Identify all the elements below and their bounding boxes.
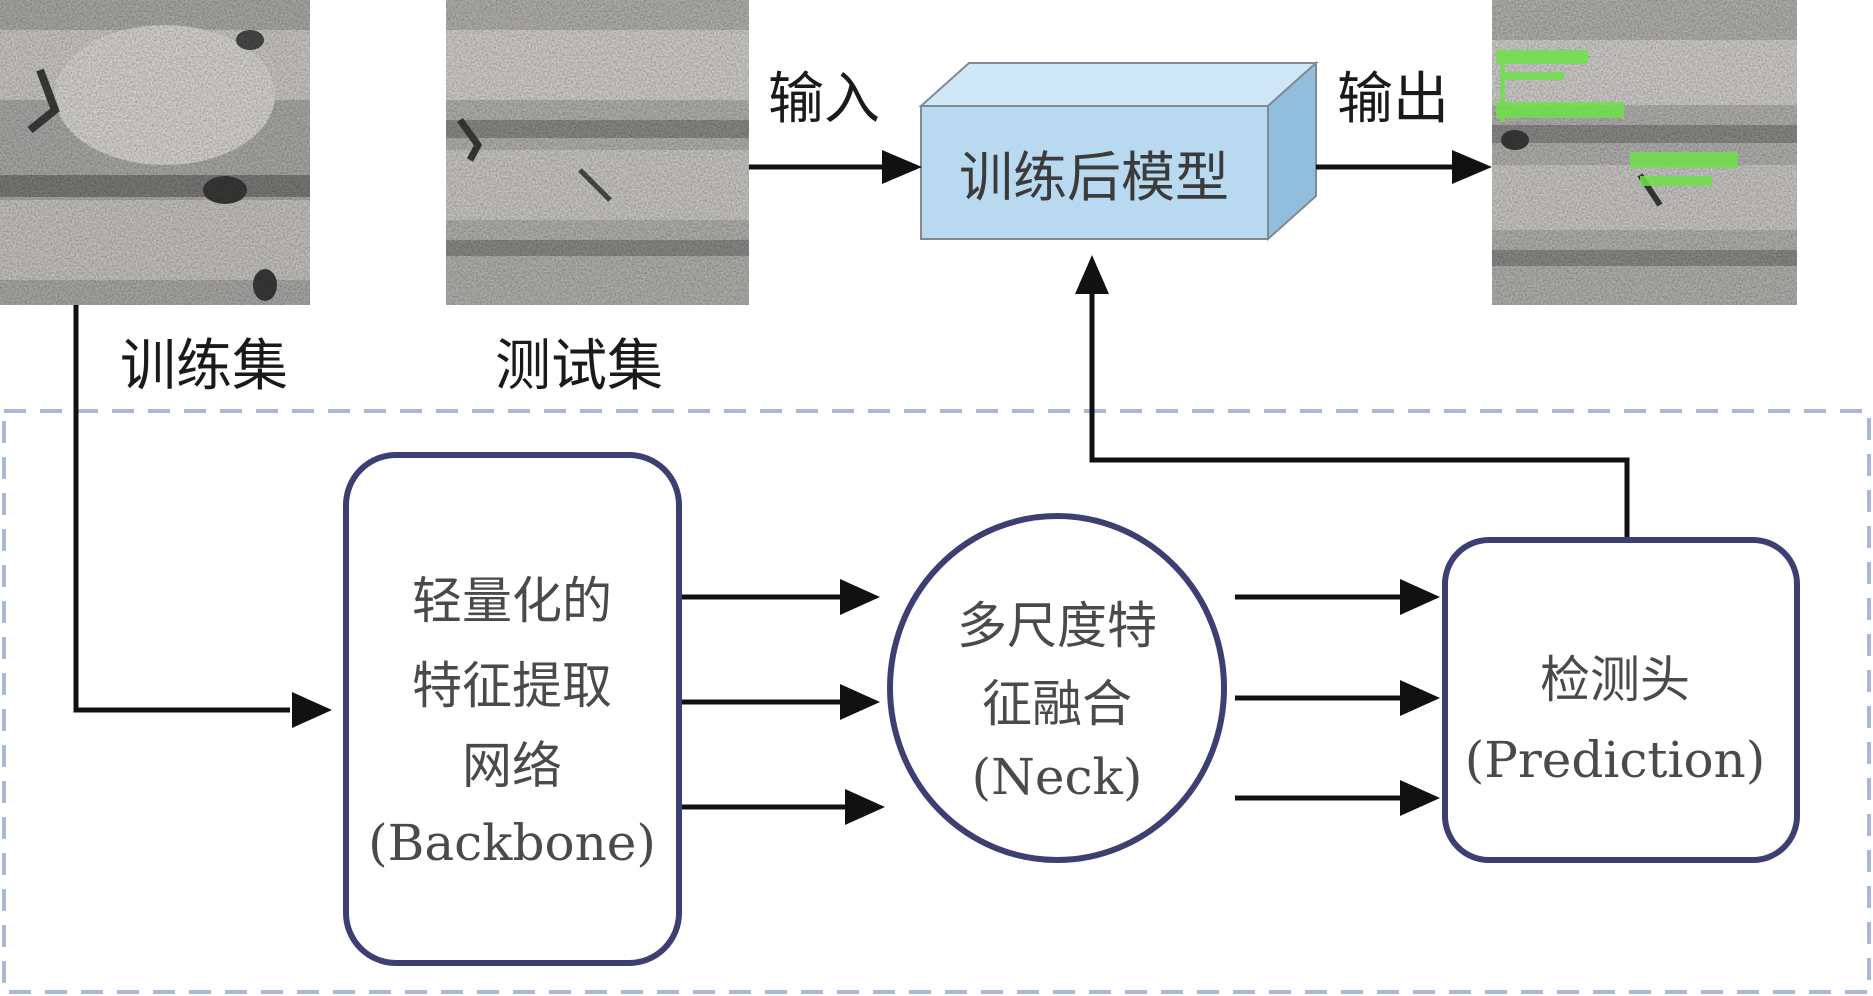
connectors: [73, 164, 1630, 810]
backbone-line-1: 轻量化的: [412, 572, 612, 630]
train-set-label: 训练集: [120, 334, 288, 399]
output-image: [1492, 0, 1797, 305]
backbone-node: 轻量化的 特征提取 网络 (Backbone): [343, 452, 682, 966]
head-node: 检测头 (Prediction): [1442, 537, 1800, 863]
head-line-2: (Prediction): [1465, 731, 1766, 789]
test-set-label: 测试集: [495, 334, 663, 399]
model-label: 训练后模型: [959, 146, 1229, 209]
head-line-1: 检测头: [1540, 651, 1690, 709]
test-image: [446, 0, 749, 305]
trained-model-box: 训练后模型: [918, 60, 1319, 242]
backbone-line-3: 网络: [462, 737, 562, 795]
arrowheads: [292, 150, 1492, 825]
input-label: 输入: [768, 67, 880, 132]
backbone-line-4: (Backbone): [368, 814, 656, 872]
backbone-line-2: 特征提取: [412, 657, 612, 715]
detection-boxes: [1496, 50, 1738, 186]
output-label: 输出: [1337, 67, 1449, 132]
train-image: [0, 0, 310, 305]
neck-line-3: (Neck): [972, 748, 1143, 806]
neck-line-1: 多尺度特: [957, 597, 1157, 655]
neck-line-2: 征融合: [982, 675, 1132, 733]
neck-node: 多尺度特 征融合 (Neck): [887, 513, 1227, 863]
